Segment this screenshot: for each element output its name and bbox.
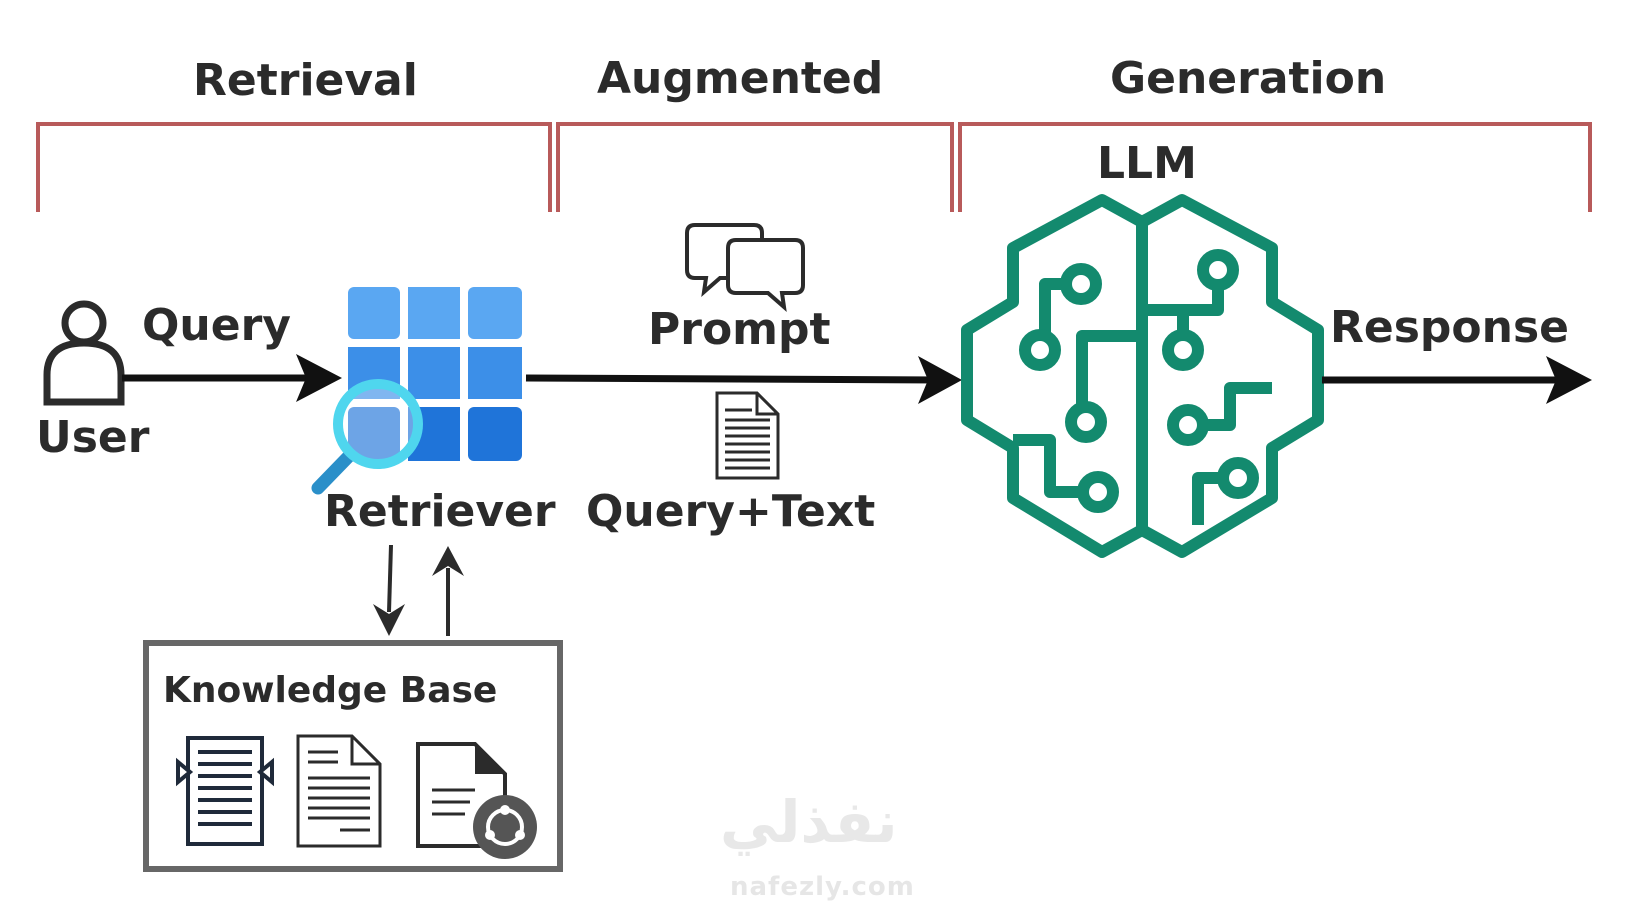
section-title-augmented: Augmented [597,53,884,104]
label-response: Response [1330,302,1569,353]
label-user: User [36,412,150,463]
bracket-augmented [556,122,954,212]
brain-circuit-icon [961,194,1324,558]
section-title-generation: Generation [1110,53,1387,104]
label-prompt: Prompt [648,304,831,355]
label-llm: LLM [1097,138,1197,189]
arrow-retriever-to-llm [525,356,962,404]
arrow-user-to-retriever [122,354,342,402]
document-icon [715,391,780,480]
watermark-arabic: نفذلي [720,788,898,856]
knowledge-base-title: Knowledge Base [163,670,498,711]
arrow-llm-to-response [1322,356,1592,404]
retriever-grid-icon [348,287,522,461]
document-icon [296,734,382,848]
label-retriever: Retriever [324,486,556,537]
watermark-site: nafezly.com [730,872,915,902]
document-share-icon [416,742,537,859]
section-title-retrieval: Retrieval [193,55,418,106]
knowledge-base-box [143,640,563,872]
arrow-kb-to-retriever [432,546,464,636]
label-query-text: Query+Text [586,486,876,537]
magnifier-icon [311,379,423,495]
label-query: Query [142,300,291,351]
chat-bubbles-icon [685,223,805,313]
arrow-retriever-to-kb [373,544,405,636]
user-icon [43,300,125,406]
bracket-generation [958,122,1592,212]
text-document-icon [176,736,274,846]
bracket-retrieval [36,122,552,212]
